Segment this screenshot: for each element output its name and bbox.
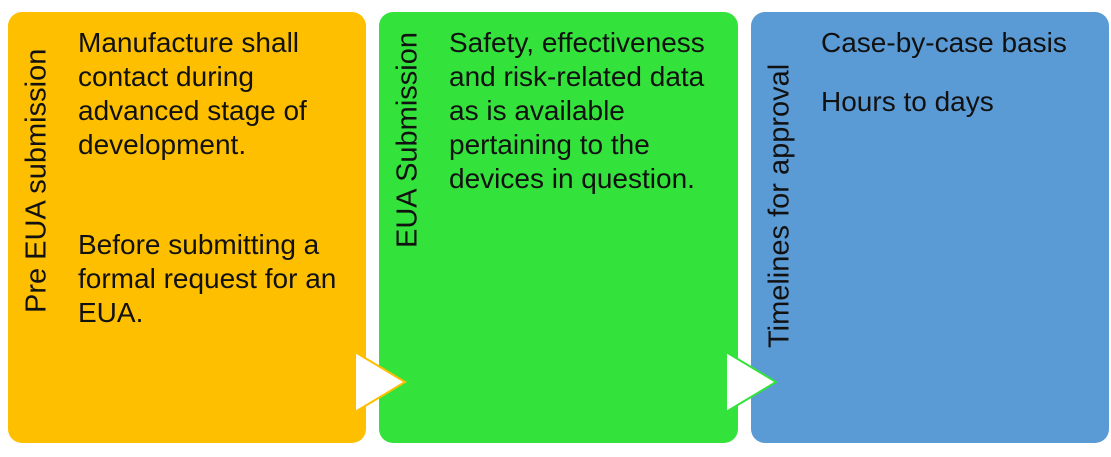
step-card-eua-submission: EUA Submission Safety, effectiveness and… [379, 12, 738, 443]
step-text: Manufacture shall contact during advance… [78, 27, 307, 160]
step-card-pre-eua: Pre EUA submission Manufacture shall con… [8, 12, 366, 443]
step-title-container: Pre EUA submission [8, 32, 66, 342]
step-body: Safety, effectiveness and risk-related d… [449, 26, 728, 196]
step-body: Case-by-case basis Hours to days [821, 26, 1099, 119]
step-body: Manufacture shall contact during advance… [78, 26, 356, 330]
flow-arrow-icon [354, 350, 407, 414]
step-card-timelines: Timelines for approval Case-by-case basi… [751, 12, 1109, 443]
step-title: Timelines for approval [763, 63, 796, 348]
step-title: EUA Submission [391, 32, 424, 248]
step-text: Hours to days [821, 86, 994, 117]
step-text: Before submitting a formal request for a… [78, 229, 337, 328]
step-title-container: Timelines for approval [751, 32, 809, 377]
step-text: Safety, effectiveness and risk-related d… [449, 27, 705, 194]
step-text: Case-by-case basis [821, 27, 1067, 58]
flow-arrow-icon [725, 350, 778, 414]
step-title: Pre EUA submission [20, 48, 53, 313]
step-title-container: EUA Submission [379, 32, 437, 277]
